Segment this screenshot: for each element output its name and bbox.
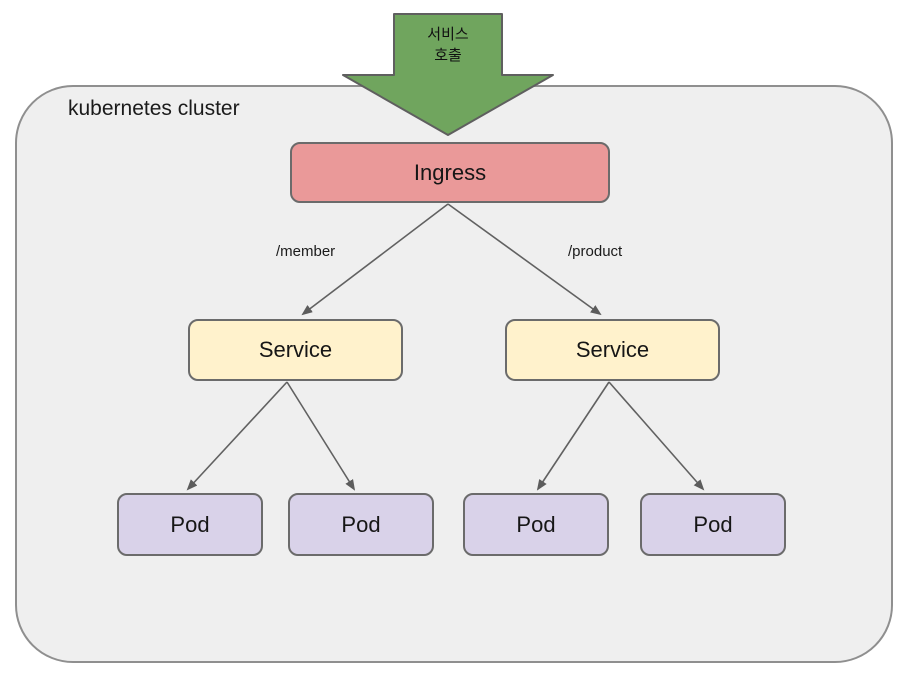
edge-service-member-to-pod1 — [186, 381, 288, 491]
pod-node-2: Pod — [288, 493, 434, 556]
ingress-node: Ingress — [290, 142, 610, 203]
service-call-label: 서비스 호출 — [394, 24, 502, 66]
pod-node-1-label: Pod — [170, 511, 210, 537]
service-node-product-label: Service — [575, 337, 650, 362]
edge-service-product-to-pod3 — [536, 381, 610, 491]
pod-node-3: Pod — [463, 493, 609, 556]
edge-ingress-to-service-member — [301, 203, 449, 316]
pod-node-2-label: Pod — [341, 511, 381, 537]
edge-label-product: /product — [568, 243, 623, 260]
service-call-label-line1: 서비스 — [427, 26, 469, 43]
pod-node-1: Pod — [117, 493, 263, 556]
edge-service-product-to-pod4 — [608, 381, 705, 491]
edge-ingress-to-service-product — [447, 203, 602, 316]
service-node-member-label: Service — [258, 337, 333, 362]
ingress-node-label: Ingress — [413, 159, 487, 185]
service-node-member: Service — [188, 319, 403, 381]
pod-node-4-label: Pod — [693, 511, 733, 537]
edge-label-member: /member — [276, 243, 336, 260]
cluster-title: kubernetes cluster — [68, 97, 240, 120]
service-call-label-line2: 호출 — [434, 47, 462, 64]
pod-node-3-label: Pod — [516, 511, 556, 537]
service-call-down-arrow-icon — [342, 13, 554, 136]
service-node-product: Service — [505, 319, 720, 381]
edge-service-member-to-pod2 — [286, 381, 356, 491]
pod-node-4: Pod — [640, 493, 786, 556]
